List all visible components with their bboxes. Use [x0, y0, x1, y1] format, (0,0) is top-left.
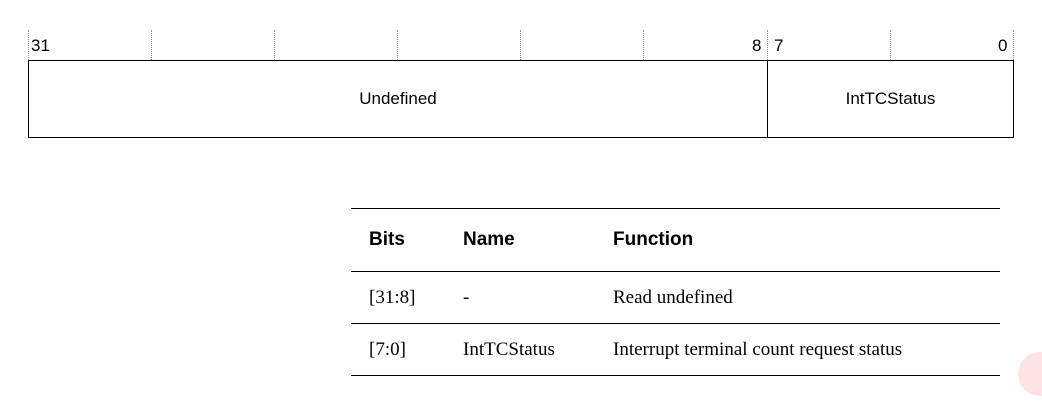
field-inttcstatus: IntTCStatus [845, 89, 936, 108]
cell-bits: [7:0] [351, 323, 445, 376]
bit-tick [520, 30, 521, 60]
cell-name: - [445, 271, 595, 324]
bit-number-8: 8 [752, 36, 762, 55]
bit-tick [397, 30, 398, 60]
bit-tick [767, 30, 768, 60]
bit-ruler: 31 8 7 0 [28, 30, 1014, 60]
cell-function: Interrupt terminal count request status [595, 323, 1000, 376]
bit-tick [1013, 30, 1014, 60]
decorative-edge-mark [1018, 352, 1042, 396]
bit-tick [151, 30, 152, 60]
cell-name: IntTCStatus [445, 323, 595, 376]
cell-bits: [31:8] [351, 271, 445, 324]
bit-assignment-table: Bits Name Function [31:8] - Read undefin… [351, 208, 1000, 376]
bit-tick [643, 30, 644, 60]
column-header-function: Function [595, 208, 1000, 272]
bit-tick [274, 30, 275, 60]
bit-number-0: 0 [998, 36, 1008, 55]
table-header-row: Bits Name Function [351, 208, 1000, 272]
column-header-bits: Bits [351, 208, 445, 272]
bit-tick [890, 30, 891, 60]
bit-tick [28, 30, 29, 60]
field-undefined: Undefined [29, 61, 768, 137]
column-header-name: Name [445, 208, 595, 272]
cell-function: Read undefined [595, 271, 1000, 324]
bit-number-31: 31 [31, 36, 50, 55]
table-row: [7:0] IntTCStatus Interrupt terminal cou… [351, 323, 1000, 376]
table-row: [31:8] - Read undefined [351, 271, 1000, 324]
bit-number-7: 7 [774, 36, 784, 55]
register-fields: Undefined IntTCStatus [28, 60, 1014, 138]
